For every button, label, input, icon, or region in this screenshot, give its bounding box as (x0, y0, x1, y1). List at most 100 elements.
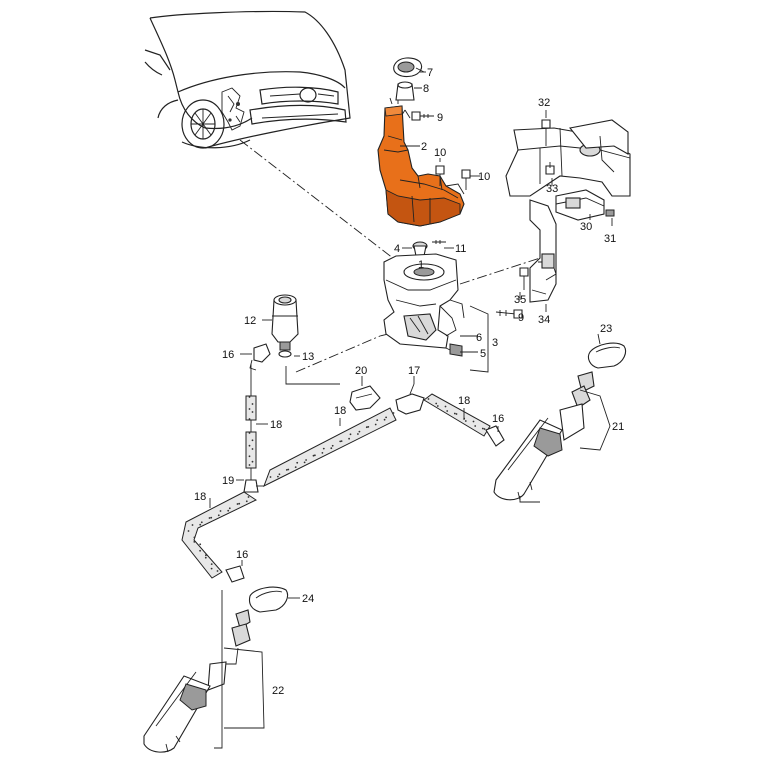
hose-texture-dot (446, 410, 449, 412)
hose-texture-dot (210, 567, 213, 570)
group-brackets (214, 305, 611, 749)
callout-16-left: 16 (236, 549, 248, 561)
hose-texture-dot (204, 556, 207, 559)
hose-texture-dot (228, 507, 231, 510)
hose-texture-dot (436, 405, 439, 407)
hose-texture-dot (321, 452, 324, 454)
callout-5: 5 (480, 348, 486, 360)
hose-texture-dot (349, 433, 352, 436)
hose-clip (349, 385, 381, 411)
hose-texture-dot (248, 396, 251, 398)
hose-texture-dot (219, 510, 222, 512)
hose-texture-dot (236, 503, 239, 505)
hose-texture-dot (314, 454, 316, 457)
hose-texture-dot (199, 523, 202, 526)
callout-13: 13 (302, 351, 314, 363)
hose-texture-dot (330, 447, 333, 450)
hose-texture-dot (444, 405, 447, 408)
hose-texture-dot (339, 440, 342, 443)
hose-texture-dot (277, 475, 279, 478)
callout-9-upper: 9 (437, 112, 443, 124)
hose-texture-dot (340, 440, 343, 442)
hose-texture-dot (481, 427, 484, 430)
callout-31: 31 (604, 233, 616, 245)
hose-texture-dot (238, 502, 241, 505)
hose-texture-dot (472, 420, 475, 423)
hose-texture-dot (453, 412, 456, 415)
callout-10-right: 10 (478, 171, 490, 183)
fasteners-upper (411, 111, 471, 257)
callout-18-vertical: 18 (270, 419, 282, 431)
hose-texture-dot (199, 543, 202, 546)
callout-23: 23 (600, 323, 612, 335)
hose-texture-dot (245, 500, 248, 503)
hose-texture-dot (376, 419, 379, 421)
hose-texture-dot (367, 426, 370, 428)
hose-texture-dot (248, 432, 251, 434)
left-nozzle-assembly (143, 586, 289, 753)
callout-30: 30 (580, 221, 592, 233)
hose-texture-dot (187, 530, 190, 532)
callout-33: 33 (546, 183, 558, 195)
hose-texture-dot (251, 403, 254, 405)
callout-19: 19 (222, 475, 234, 487)
hose-texture-dot (278, 473, 281, 476)
callout-labels: 7 8 9 2 10 10 4 11 1 9 6 3 5 32 33 30 31… (194, 67, 624, 697)
callout-1: 1 (418, 259, 424, 271)
reservoir-housing (383, 253, 523, 357)
hose-texture-dot (331, 444, 334, 447)
hose-texture-dot (455, 413, 458, 415)
hose-texture-dot (285, 469, 288, 471)
callout-4: 4 (394, 243, 400, 255)
callout-21: 21 (612, 421, 624, 433)
callout-18-right: 18 (458, 395, 470, 407)
hose-texture-dot (305, 459, 307, 461)
washer-pump (249, 294, 299, 371)
hose-texture-dot (193, 541, 196, 543)
mounting-frame (505, 119, 631, 303)
hose-texture-dot (357, 433, 359, 435)
hose-texture-dot (303, 461, 306, 464)
hose-texture-dot (248, 455, 251, 458)
callout-7: 7 (427, 67, 433, 79)
callout-18-diagonal: 18 (334, 405, 346, 417)
hose-texture-dot (383, 418, 386, 421)
callout-22: 22 (272, 685, 284, 697)
hose-texture-dot (248, 408, 251, 410)
callout-leaders (209, 71, 613, 599)
hose-texture-dot (247, 496, 250, 498)
callout-12: 12 (244, 315, 256, 327)
callout-2: 2 (421, 141, 427, 153)
hose-texture-dot (269, 476, 272, 478)
callout-35: 35 (514, 294, 526, 306)
hose-texture-dot (251, 411, 254, 413)
hose-texture-dot (205, 554, 207, 557)
hose-texture-dot (199, 549, 202, 552)
callout-11: 11 (455, 243, 466, 255)
hose-texture-dot (294, 466, 297, 468)
hose-texture-dot (296, 461, 299, 464)
hose-texture-dot (248, 444, 251, 447)
callout-16-pump: 16 (222, 349, 234, 361)
callout-16-right: 16 (492, 413, 504, 425)
hose-texture-dot (287, 468, 290, 471)
callout-9-lower: 9 (518, 312, 524, 324)
callout-8: 8 (423, 83, 429, 95)
hose-texture-dot (251, 460, 254, 463)
washer-reservoir-part (377, 97, 465, 227)
hose-texture-dot (210, 516, 213, 519)
hose-texture-dot (248, 464, 251, 466)
right-nozzle-assembly (493, 342, 627, 501)
callout-10-left: 10 (434, 147, 446, 159)
hose-texture-dot (365, 426, 368, 429)
hose-texture-dot (427, 398, 430, 400)
hose-texture-dot (200, 521, 203, 524)
hose-texture-dot (374, 423, 377, 426)
hose-texture-dot (483, 428, 486, 430)
car-front-illustration (144, 10, 351, 149)
hose-texture-dot (248, 418, 251, 420)
callout-18-left: 18 (194, 491, 206, 503)
callout-34: 34 (538, 314, 550, 326)
